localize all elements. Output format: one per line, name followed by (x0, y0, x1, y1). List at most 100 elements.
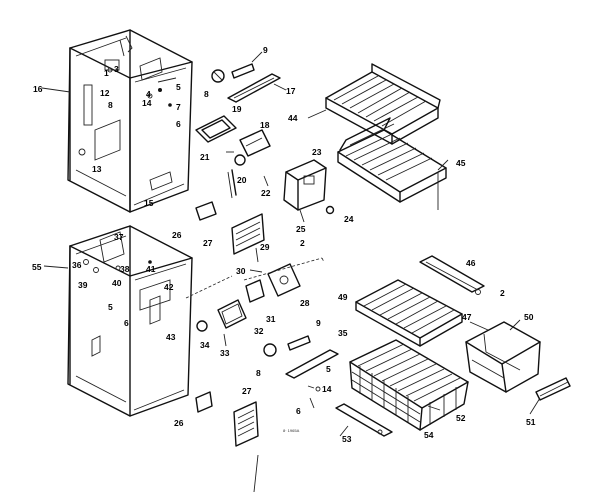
callout-12: 12 (100, 88, 110, 98)
lamp-socket-8-lower (263, 343, 277, 357)
bulb-9-lower (287, 335, 311, 351)
screw-30 (249, 269, 263, 273)
callout-29: 29 (260, 242, 270, 252)
vent-27-top (231, 213, 265, 255)
callout-39: 39 (78, 280, 88, 290)
screw-29 (255, 247, 259, 263)
shield-17 (227, 73, 281, 103)
lamp-socket-8-top (211, 69, 225, 83)
callout-34: 34 (200, 340, 210, 350)
callout-24: 24 (344, 214, 354, 224)
callout-30: 30 (236, 266, 246, 276)
control-housing-23 (283, 159, 327, 211)
callout-50: 50 (524, 312, 534, 322)
callout-14-lower: 14 (322, 384, 332, 394)
grommet-34 (196, 320, 208, 332)
callout-4: 4 (146, 89, 151, 99)
callout-21: 21 (200, 152, 210, 162)
bracket-19 (195, 115, 237, 143)
part-26-lower (195, 391, 213, 413)
callout-46: 46 (466, 258, 476, 268)
shield-35 (285, 349, 339, 379)
callout-8-lower: 8 (256, 368, 261, 378)
callout-5-lower-left: 5 (108, 302, 113, 312)
callout-9-top: 9 (263, 45, 268, 55)
callout-1: 1 (104, 68, 109, 78)
callout-6-lower-left: 6 (124, 318, 129, 328)
callout-15: 15 (144, 198, 154, 208)
vent-27-lower (233, 401, 259, 447)
callout-40: 40 (112, 278, 122, 288)
callout-2-mid: 2 (300, 238, 305, 248)
lower-cabinet-liner (67, 225, 193, 417)
callout-53: 53 (342, 434, 352, 444)
callout-49: 49 (338, 292, 348, 302)
leader-lines (41, 51, 541, 493)
callout-13: 13 (92, 164, 102, 174)
callout-18: 18 (260, 120, 270, 130)
callout-32: 32 (254, 326, 264, 336)
callout-42: 42 (164, 282, 174, 292)
callout-17: 17 (286, 86, 296, 96)
callout-3: 3 (114, 64, 119, 74)
callouts: 9 8 17 16 1 3 4 5 14 7 6 12 8 13 15 19 1… (32, 45, 536, 444)
callout-20: 20 (237, 175, 247, 185)
callout-7-top: 7 (176, 102, 181, 112)
callout-26-lower: 26 (174, 418, 184, 428)
callout-36: 36 (72, 260, 82, 270)
fan-bracket-28 (267, 263, 301, 297)
screw-14-lower (307, 385, 321, 392)
callout-41: 41 (146, 264, 156, 274)
callout-6-lower: 6 (296, 406, 301, 416)
crisper-basket-52 (349, 339, 469, 431)
callout-16: 16 (33, 84, 43, 94)
callout-33: 33 (220, 348, 230, 358)
callout-26-top: 26 (172, 230, 182, 240)
callout-35: 35 (338, 328, 348, 338)
callout-44: 44 (288, 113, 298, 123)
control-18 (239, 129, 271, 157)
screw-6-lower (309, 397, 315, 409)
callout-55: 55 (32, 262, 42, 272)
knob-24 (325, 205, 335, 215)
callout-37: 37 (114, 232, 124, 242)
callout-25: 25 (296, 224, 306, 234)
screw-22 (263, 175, 269, 187)
screw-25 (299, 209, 305, 223)
screw-33 (223, 333, 227, 347)
slide-rail-53 (335, 403, 393, 437)
callout-5-top: 5 (176, 82, 181, 92)
callout-5-lower: 5 (326, 364, 331, 374)
callout-51: 51 (526, 417, 536, 427)
callout-6-top: 6 (176, 119, 181, 129)
callout-45: 45 (456, 158, 466, 168)
callout-22: 22 (261, 188, 271, 198)
callout-23: 23 (312, 147, 322, 157)
callout-38: 38 (120, 264, 130, 274)
callout-8-top: 8 (204, 89, 209, 99)
trim-51 (535, 377, 571, 401)
callout-19: 19 (232, 104, 242, 114)
callout-43: 43 (166, 332, 176, 342)
upper-cabinet-liner (67, 29, 193, 213)
cover-31 (245, 279, 265, 303)
shelf-49 (355, 279, 463, 347)
fan-32 (217, 299, 247, 329)
callout-14-top: 14 (142, 98, 152, 108)
shelf-45 (337, 117, 447, 203)
callout-52: 52 (456, 413, 466, 423)
rail-46 (419, 255, 485, 295)
callout-2-right: 2 (500, 288, 505, 298)
callout-31: 31 (266, 314, 276, 324)
callout-8b-top: 8 (108, 100, 113, 110)
knob-20 (227, 154, 246, 199)
bin-30 (465, 321, 541, 393)
dashed-link (185, 257, 325, 299)
bulb-9-top (231, 63, 255, 79)
callout-27-top: 27 (203, 238, 213, 248)
callout-47: 47 (462, 312, 472, 322)
callout-54: 54 (424, 430, 434, 440)
callout-27-lower: 27 (242, 386, 252, 396)
callout-28: 28 (300, 298, 310, 308)
